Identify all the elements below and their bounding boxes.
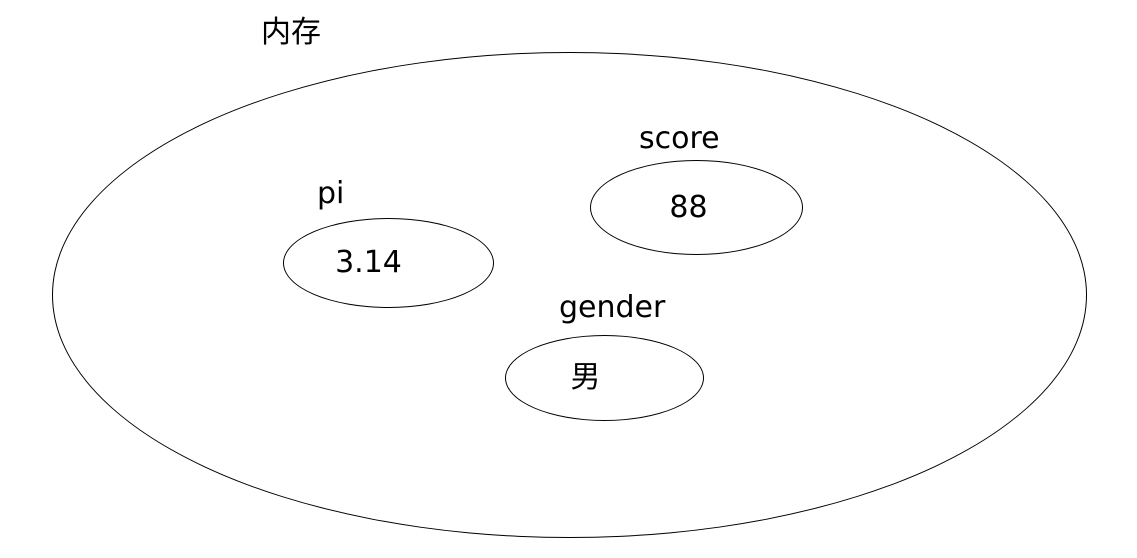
variable-value-score: 88 [669, 189, 708, 225]
variable-value-gender: 男 [570, 360, 601, 395]
variable-ellipse-gender: 男 [505, 335, 704, 421]
variable-ellipse-score: 88 [590, 160, 803, 255]
variable-label-pi: pi [317, 176, 345, 211]
variable-label-gender: gender [559, 290, 666, 325]
memory-label: 内存 [261, 15, 321, 50]
variable-ellipse-pi: 3.14 [283, 218, 494, 308]
variable-label-score: score [639, 121, 720, 156]
memory-ellipse [52, 52, 1087, 538]
variable-value-pi: 3.14 [335, 245, 402, 280]
